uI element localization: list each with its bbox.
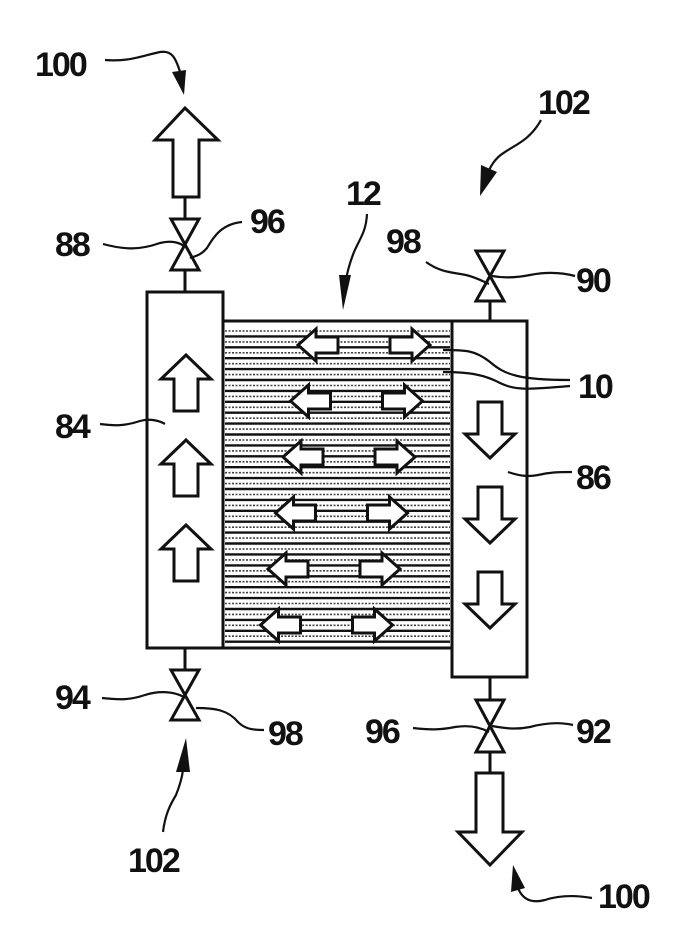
flow-arrow-left — [268, 553, 308, 585]
leader-102-top-arrowhead — [480, 165, 497, 196]
valve-88 — [171, 219, 199, 270]
flow-arrow-right — [360, 553, 400, 585]
leader-100-bottom-arrowhead — [511, 865, 525, 892]
label-102-top: 102 — [538, 84, 590, 122]
label-94: 94 — [55, 679, 91, 717]
label-98-bottom: 98 — [268, 715, 303, 753]
leader-12-arrowhead — [339, 275, 351, 310]
flow-arrow-right — [368, 497, 408, 529]
label-96-top: 96 — [250, 203, 285, 241]
leader-96-top — [190, 222, 242, 258]
label-100-top: 100 — [35, 46, 87, 84]
leader-100-bottom — [518, 888, 592, 901]
label-90: 90 — [576, 262, 611, 300]
label-84: 84 — [55, 408, 91, 446]
valve-94 — [171, 670, 199, 720]
leader-12 — [345, 214, 367, 285]
leader-102-bottom — [163, 770, 183, 832]
label-12: 12 — [346, 175, 381, 213]
label-98-top: 98 — [386, 223, 421, 261]
flow-arrow-left — [298, 329, 338, 361]
leader-94 — [102, 692, 184, 699]
flow-arrow-right — [390, 329, 430, 361]
leader-98-bottom — [196, 708, 264, 730]
leader-100-top — [105, 52, 181, 75]
outlet-arrow-down — [458, 773, 522, 865]
label-92: 92 — [576, 713, 611, 751]
label-88: 88 — [55, 226, 90, 264]
leader-90 — [492, 273, 575, 278]
leader-102-bottom-arrowhead — [176, 738, 190, 772]
label-86: 86 — [576, 459, 611, 497]
leader-92 — [492, 723, 573, 728]
leader-96-bottom — [413, 726, 489, 732]
label-100-bottom: 100 — [598, 878, 650, 916]
label-96-bottom: 96 — [365, 713, 400, 751]
flow-arrow-left — [276, 497, 316, 529]
outlet-arrow-up — [155, 108, 218, 197]
cell-plates — [225, 331, 450, 642]
stack-flow-arrows — [261, 329, 431, 641]
leader-98-top — [426, 262, 489, 284]
label-10: 10 — [578, 368, 613, 406]
flow-arrow-left — [261, 609, 301, 641]
leader-100-top-arrowhead — [172, 70, 186, 95]
label-102-bottom: 102 — [128, 842, 180, 880]
leader-88 — [103, 242, 184, 249]
valve-92 — [476, 700, 504, 752]
